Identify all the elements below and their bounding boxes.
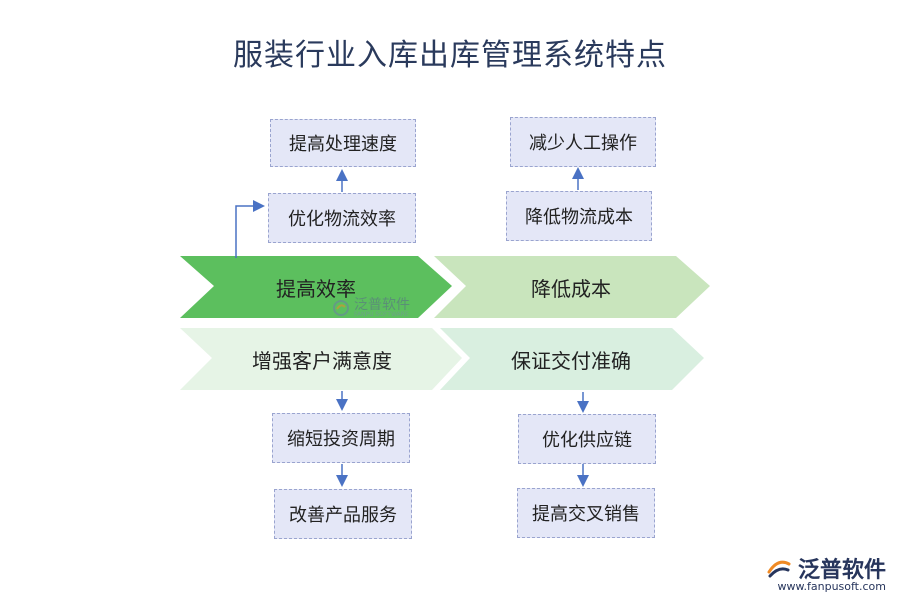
box-less-manual: 减少人工操作 [510,117,656,167]
chevron-label-efficiency: 提高效率 [276,276,356,301]
brand-url: www.fanpusoft.com [777,580,886,593]
box-supply-chain: 优化供应链 [518,414,656,464]
chevron-label-cost: 降低成本 [531,276,611,301]
box-logistics-efficiency: 优化物流效率 [268,193,416,243]
watermark-logo-icon [333,300,349,316]
box-speed: 提高处理速度 [270,119,416,167]
chevron-delivery [440,328,704,390]
chevron-cost [434,256,710,318]
box-investment-cycle: 缩短投资周期 [272,413,410,463]
chevron-label-satisfaction: 增强客户满意度 [252,348,392,373]
box-logistics-cost: 降低物流成本 [506,191,652,241]
box-product-service: 改善产品服务 [274,489,412,539]
chevron-efficiency [180,256,452,318]
watermark-subtext: FANPU SOFTWARE [354,311,409,318]
page-title: 服装行业入库出库管理系统特点 [233,38,667,73]
chevron-label-delivery: 保证交付准确 [511,348,631,373]
brand-logo: 泛普软件 [766,552,886,584]
box-cross-selling: 提高交叉销售 [517,488,655,538]
watermark: 泛普软件 FANPU SOFTWARE [332,298,410,318]
brand-logo-text: 泛普软件 [797,558,886,583]
watermark-text: 泛普软件 [354,297,410,313]
chevron-satisfaction [180,328,462,390]
arrow-efficiency-to-logistics [235,200,265,258]
brand-logo-icon [767,560,791,578]
